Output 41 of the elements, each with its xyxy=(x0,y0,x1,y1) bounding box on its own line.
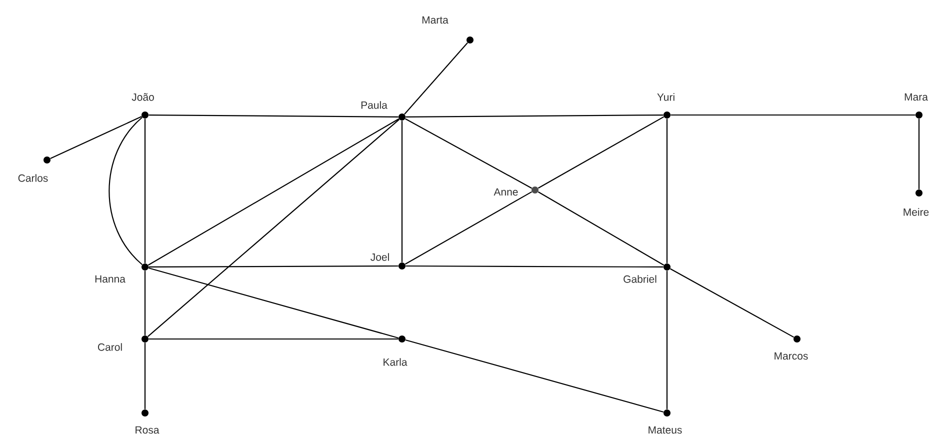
connector-line xyxy=(148,338,398,340)
vertex-label: Marcos xyxy=(774,352,808,360)
vertex-label: Marta xyxy=(422,16,448,24)
vertex-label: Yuri xyxy=(657,93,674,101)
vertex-label: Mara xyxy=(904,93,928,101)
connector-line xyxy=(538,116,664,189)
vertex-label: Joel xyxy=(370,253,389,261)
connector-line xyxy=(918,118,920,190)
connector-line xyxy=(148,118,400,266)
connector-line xyxy=(148,265,398,268)
vertex-label: Anne xyxy=(494,188,518,196)
connector-line xyxy=(50,116,142,159)
connector-line xyxy=(666,270,668,410)
connector-line xyxy=(670,268,794,338)
vertex-label: Hanna xyxy=(95,275,126,283)
vertex-label: Gabriel xyxy=(624,275,656,283)
vertex-label: Carlos xyxy=(18,174,48,182)
connector-line xyxy=(404,191,532,265)
vertex-label: Karla xyxy=(384,358,408,366)
vertex-label: Carol xyxy=(98,343,122,351)
connector-line xyxy=(404,42,468,115)
connector-line xyxy=(401,120,403,262)
connector-line xyxy=(148,114,398,118)
connector-line xyxy=(406,265,664,268)
connector-line xyxy=(406,114,664,118)
connector-line xyxy=(108,116,143,265)
connector-line xyxy=(538,191,664,266)
connector-line xyxy=(148,267,399,339)
vertex-label: João xyxy=(132,93,154,101)
connector-line xyxy=(666,118,668,264)
connector-line xyxy=(144,270,146,336)
vertex-label: Rosa xyxy=(136,426,160,434)
vertex-label: Paula xyxy=(361,101,388,109)
connector-line xyxy=(404,118,532,189)
vertex-label: Mateus xyxy=(648,426,682,434)
connector-line xyxy=(670,114,916,116)
connector-line xyxy=(405,339,664,413)
connector-line xyxy=(147,119,400,337)
vertex-label: Meire xyxy=(904,208,929,216)
connector-line xyxy=(144,118,146,264)
connector-line xyxy=(144,342,146,410)
